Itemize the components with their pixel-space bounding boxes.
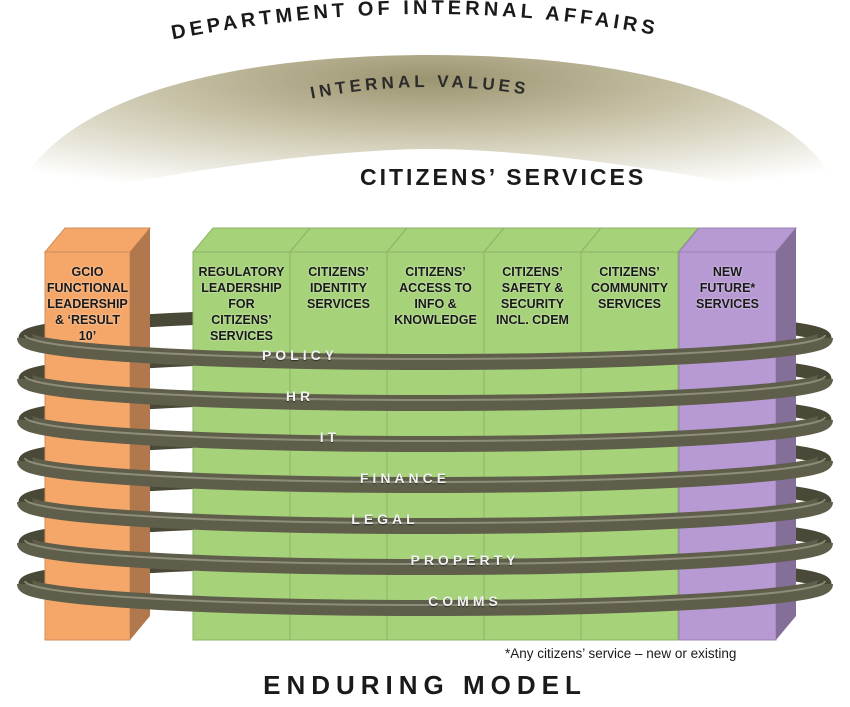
column-label-line: KNOWLEDGE xyxy=(394,313,477,327)
column-label-line: IDENTITY xyxy=(310,281,367,295)
column-label-line: CITIZENS’ xyxy=(599,265,660,279)
column-label-2: REGULATORY LEADERSHIP FOR CITIZENS’ SERVICES xyxy=(193,264,290,344)
column-label-line: FUNCTIONAL xyxy=(46,281,129,295)
ring-property xyxy=(17,538,833,575)
column-label-line: LEADERSHIP xyxy=(201,281,282,295)
column-label-line: REGULATORY xyxy=(198,265,285,279)
column-label-line: SERVICES xyxy=(598,297,661,311)
column-label-line: NEW xyxy=(712,265,743,279)
column-label-line: GCIO xyxy=(71,265,104,279)
column-label-line: FOR xyxy=(228,297,255,311)
column-label-line: & ‘RESULT 10’ xyxy=(54,313,121,343)
column-label-3: CITIZENS’ IDENTITY SERVICES xyxy=(290,264,387,312)
ring-legal xyxy=(17,497,833,534)
column-label-line: FUTURE* xyxy=(699,281,756,295)
ring-label-legal: LEGAL xyxy=(351,511,419,527)
ring-label-policy: POLICY xyxy=(261,347,339,363)
department-title: DEPARTMENT OF INTERNAL AFFAIRS xyxy=(170,0,661,44)
ring-hr xyxy=(17,374,833,411)
column-label-line: SERVICES xyxy=(210,329,273,343)
column-label-5: CITIZENS’ SAFETY & SECURITY INCL. CDEM xyxy=(484,264,581,328)
column-label-line: ACCESS TO xyxy=(399,281,472,295)
column-label-line: CITIZENS’ xyxy=(405,265,466,279)
column-label-line: CITIZENS’ xyxy=(502,265,563,279)
ring-label-hr: HR xyxy=(285,388,315,404)
citizens-services-heading: CITIZENS’ SERVICES xyxy=(360,164,647,190)
column-label-1: GCIO FUNCTIONAL LEADERSHIP & ‘RESULT 10’ xyxy=(45,264,130,344)
column-label-line: CITIZENS’ xyxy=(211,313,272,327)
column-label-7: NEW FUTURE* SERVICES xyxy=(679,264,776,312)
column-label-line: SERVICES xyxy=(696,297,759,311)
footnote: *Any citizens’ service – new or existing xyxy=(505,646,737,661)
ring-label-finance: FINANCE xyxy=(359,470,451,486)
ring-comms xyxy=(17,579,833,616)
ring-label-comms: COMMS xyxy=(428,593,502,609)
column-label-line: SAFETY & xyxy=(501,281,564,295)
column-label-line: CITIZENS’ xyxy=(308,265,369,279)
column-label-6: CITIZENS’ COMMUNITY SERVICES xyxy=(581,264,678,312)
column-7 xyxy=(677,227,798,641)
column-label-line: INFO & xyxy=(414,297,457,311)
ring-policy xyxy=(17,333,833,370)
column-label-line: COMMUNITY xyxy=(590,281,669,295)
column-label-line: INCL. CDEM xyxy=(496,313,569,327)
ring-it xyxy=(17,415,833,452)
internal-values-dome xyxy=(8,55,848,215)
ring-finance xyxy=(17,456,833,493)
column-label-line: SERVICES xyxy=(307,297,370,311)
enduring-model-title: ENDURING MODEL xyxy=(263,670,587,700)
column-1 xyxy=(43,227,152,641)
ring-label-it: IT xyxy=(319,429,341,445)
ring-label-property: PROPERTY xyxy=(410,552,520,568)
column-label-line: LEADERSHIP xyxy=(47,297,128,311)
column-label-4: CITIZENS’ ACCESS TO INFO & KNOWLEDGE xyxy=(387,264,484,328)
column-label-line: SECURITY xyxy=(500,297,565,311)
